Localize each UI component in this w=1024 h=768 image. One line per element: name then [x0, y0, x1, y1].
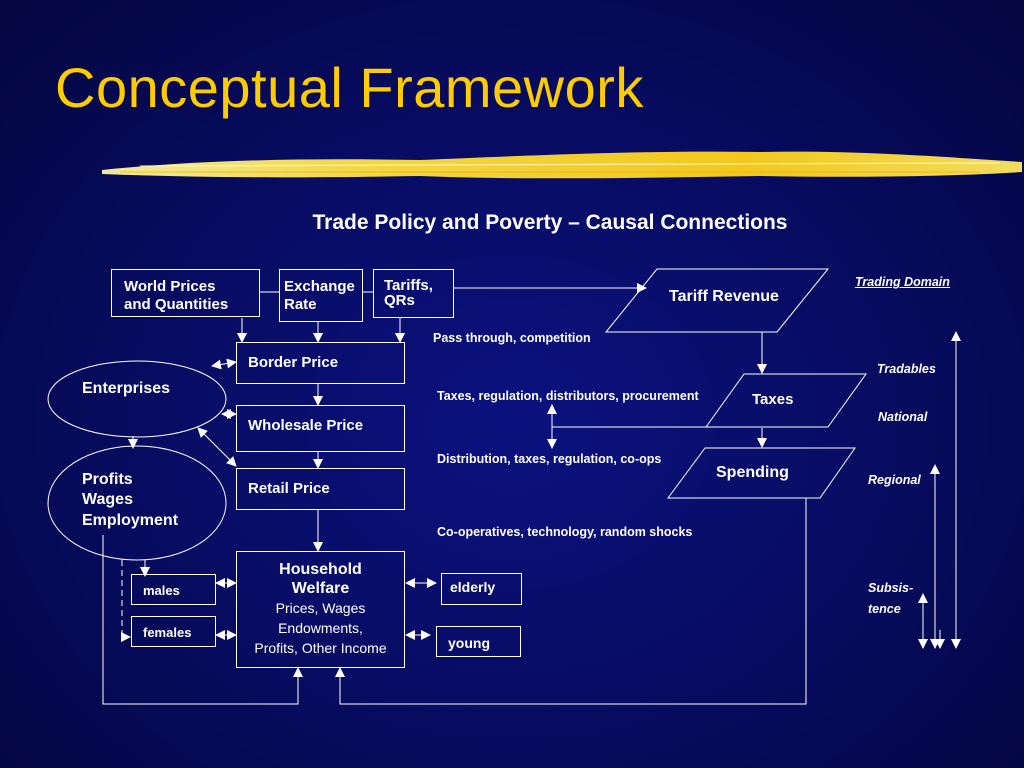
profits-ellipse-text: Profits Wages Employment: [82, 470, 178, 531]
young-box: young: [436, 626, 521, 657]
border-price-label: Border Price: [248, 354, 339, 371]
household-line3: Prices, Wages: [275, 600, 366, 617]
males-box: males: [131, 574, 216, 605]
pass-through-annotation: Pass through, competition: [433, 331, 591, 345]
enterprises-label: Enterprises: [82, 380, 171, 397]
diagram-subtitle: Trade Policy and Poverty – Causal Connec…: [312, 211, 788, 234]
elderly-box: elderly: [441, 573, 522, 605]
subsistence-line2: tence: [868, 602, 901, 617]
trading-domain-label: Trading Domain: [855, 275, 950, 289]
tariffs-line2: QRs: [384, 292, 415, 309]
exchange-rate-box: Exchange Rate: [279, 269, 363, 322]
household-title-1: Household: [279, 561, 362, 578]
employment-label: Employment: [82, 511, 179, 529]
males-label: males: [143, 583, 180, 598]
world-prices-line2: and Quantities: [124, 296, 229, 313]
tariff-revenue-shape: [604, 268, 830, 333]
subsistence-label: Subsis- tence: [868, 578, 913, 621]
taxes-label: Taxes: [752, 391, 794, 408]
retail-price-label: Retail Price: [248, 480, 330, 497]
taxes-regulation-annotation: Taxes, regulation, distributors, procure…: [437, 389, 699, 403]
household-line5: Profits, Other Income: [254, 639, 387, 656]
tariff-revenue-label: Tariff Revenue: [669, 288, 779, 305]
exchange-rate-line1: Exchange: [284, 278, 355, 295]
household-welfare-box: Household Welfare Prices, Wages Endowmen…: [236, 551, 405, 668]
profits-label: Profits: [82, 471, 133, 488]
tradables-label: Tradables: [877, 362, 936, 376]
tariffs-box: Tariffs, QRs: [373, 269, 454, 318]
wholesale-price-box: Wholesale Price: [236, 405, 405, 452]
page-title: Conceptual Framework: [55, 56, 644, 119]
enterprises-ellipse: [47, 360, 227, 438]
national-label: National: [878, 410, 928, 424]
wholesale-price-label: Wholesale Price: [248, 417, 364, 434]
exchange-rate-line2: Rate: [284, 296, 317, 313]
tariffs-line1: Tariffs,: [384, 277, 433, 294]
household-line4: Endowments,: [278, 620, 363, 637]
retail-price-box: Retail Price: [236, 468, 405, 510]
spending-shape: [667, 447, 856, 499]
subsistence-line1: Subsis-: [868, 581, 914, 595]
world-prices-line1: World Prices: [124, 278, 216, 295]
world-prices-box: World Prices and Quantities: [111, 269, 260, 317]
taxes-shape: [705, 373, 867, 428]
border-price-box: Border Price: [236, 342, 405, 384]
spending-label: Spending: [716, 464, 789, 481]
profits-ellipse: [47, 445, 227, 561]
regional-label: Regional: [868, 473, 921, 487]
elderly-label: elderly: [450, 579, 496, 595]
household-title-2: Welfare: [291, 580, 350, 598]
distribution-annotation: Distribution, taxes, regulation, co-ops: [437, 452, 662, 466]
wages-label: Wages: [82, 491, 133, 509]
females-label: females: [143, 625, 192, 640]
young-label: young: [448, 635, 490, 651]
females-box: females: [131, 616, 216, 647]
cooperatives-annotation: Co-operatives, technology, random shocks: [437, 525, 693, 539]
